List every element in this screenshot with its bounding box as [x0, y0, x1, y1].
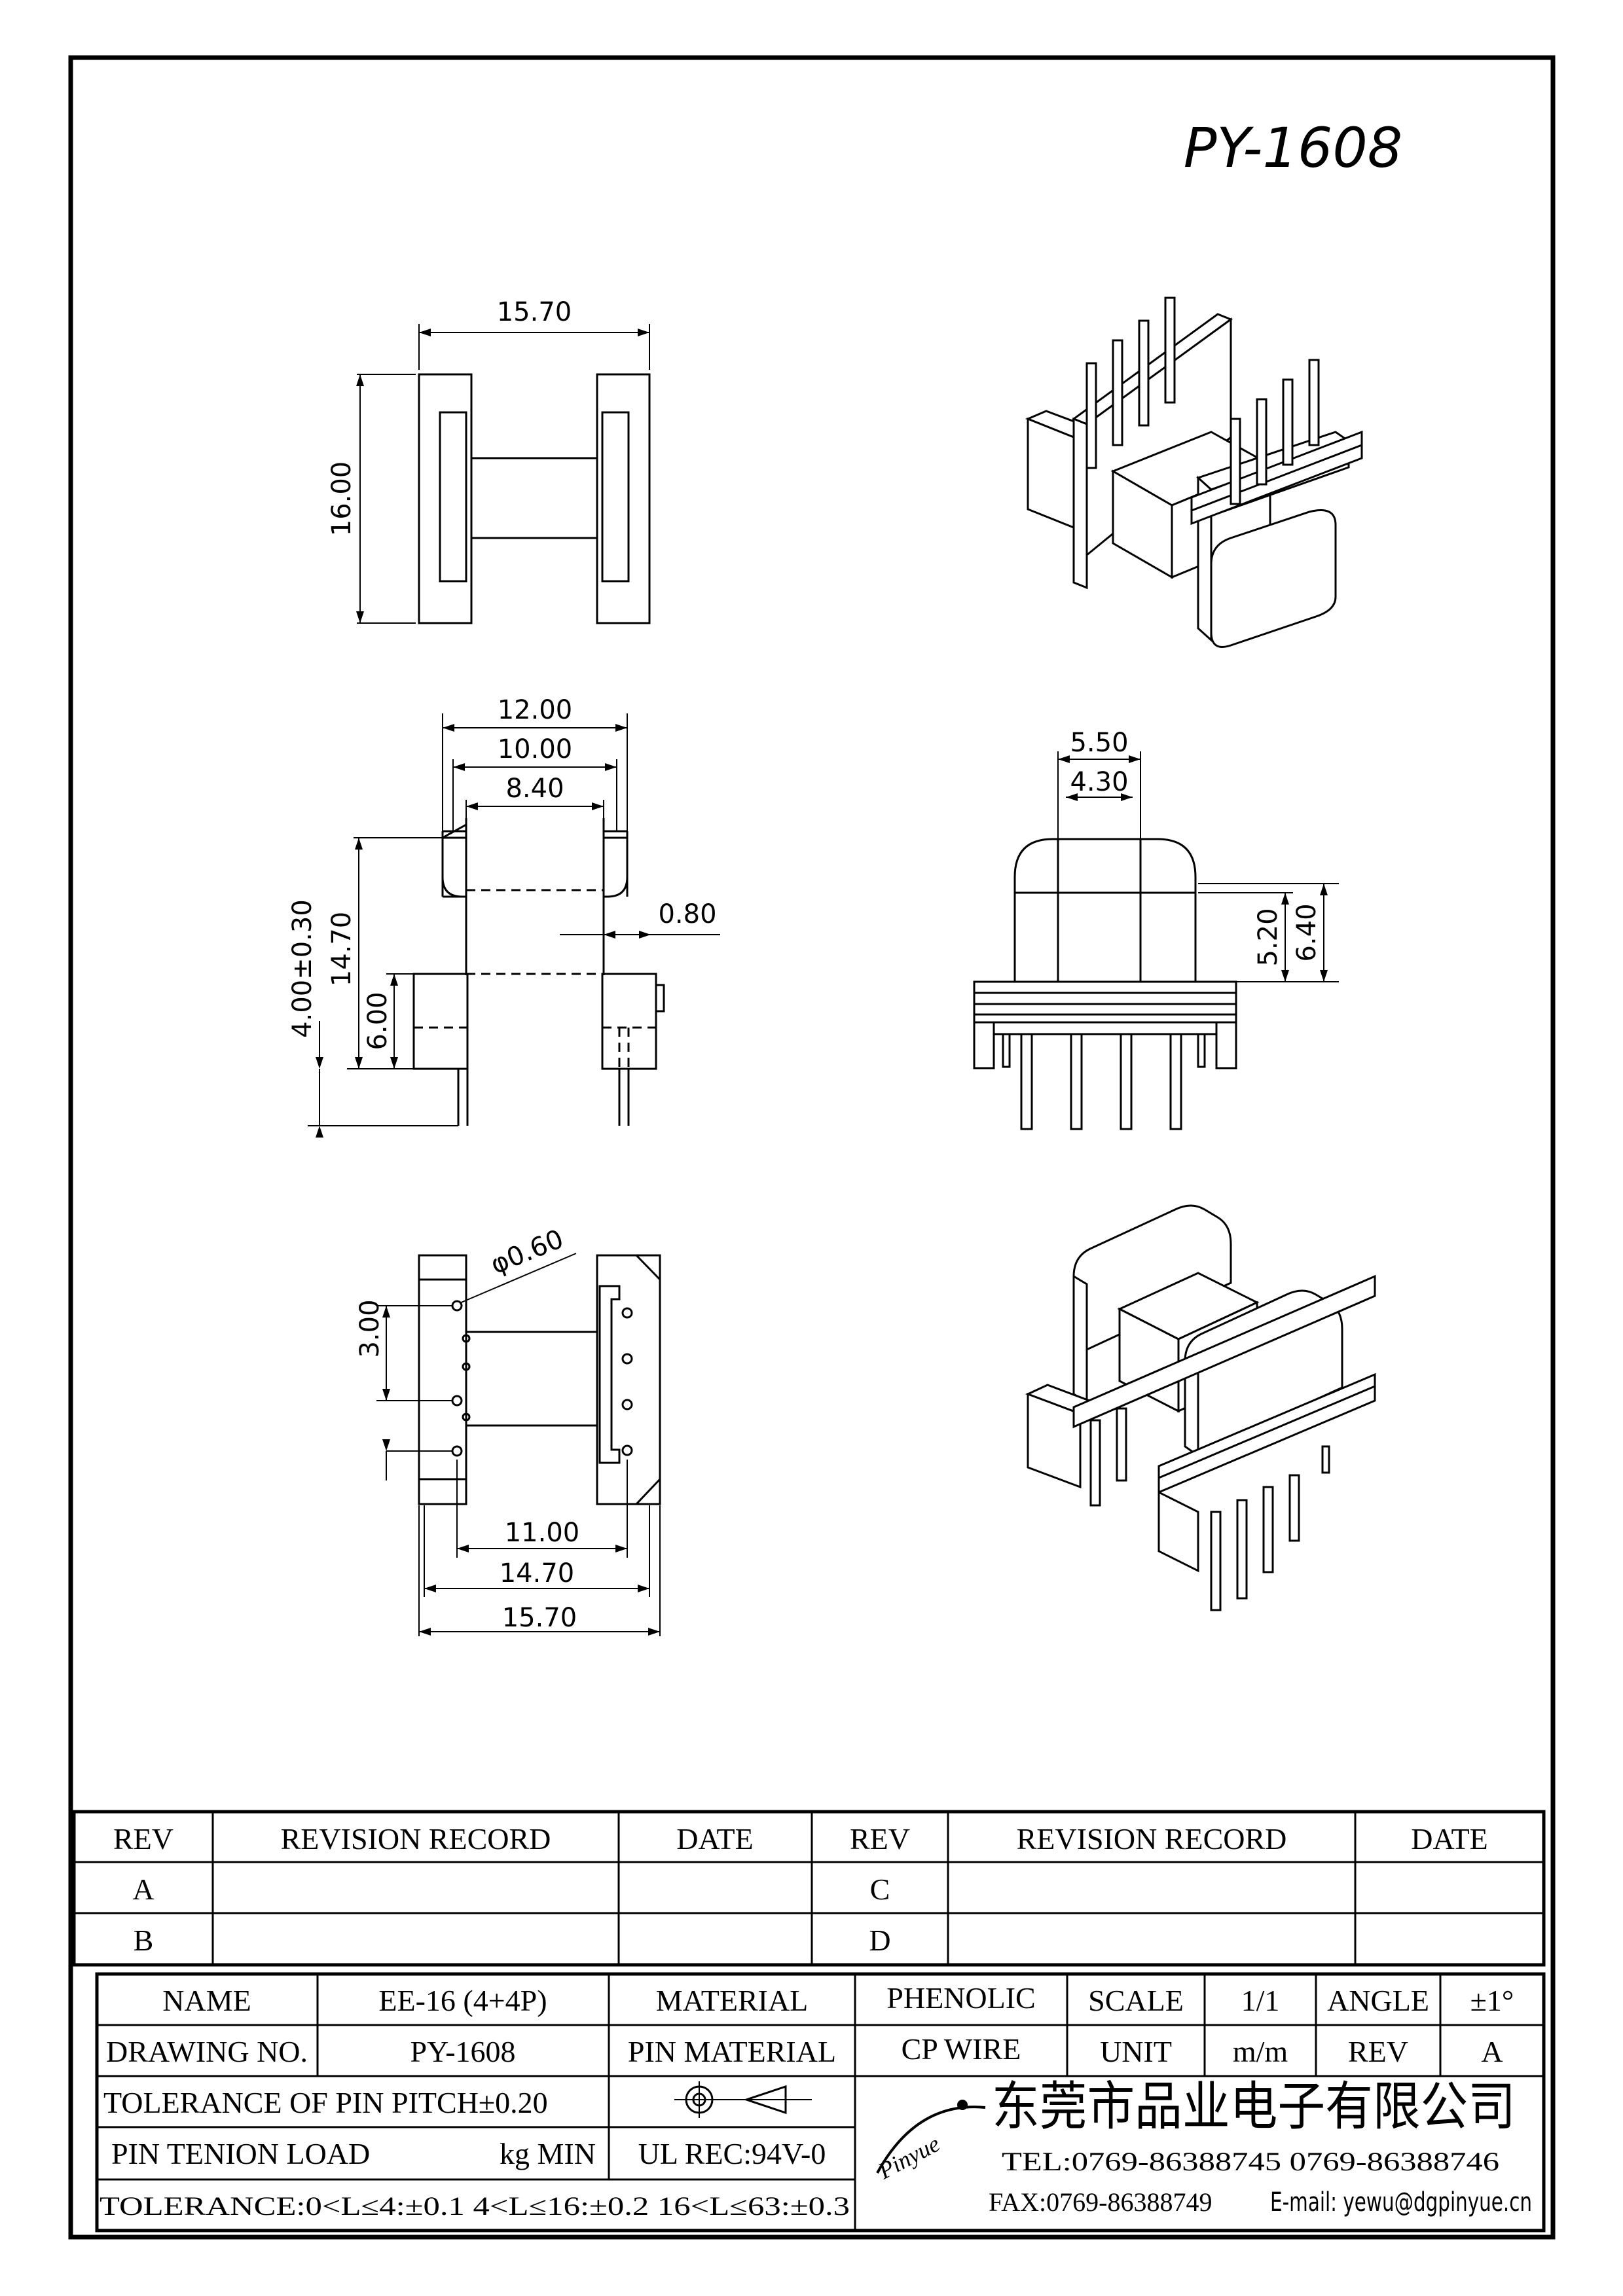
projection-symbol-icon: [674, 2081, 812, 2118]
unit-label: UNIT: [1100, 2035, 1172, 2068]
material-value: PHENOLIC: [886, 1981, 1035, 2015]
dim-front-10: 10.00: [498, 734, 573, 764]
dim-bottom-1470: 14.70: [500, 1558, 575, 1588]
dim-bottom-1570: 15.70: [502, 1603, 577, 1633]
sheet-border: [68, 55, 1556, 2240]
tolerance-pin-pitch: TOLERANCE OF PIN PITCH±0.20: [103, 2086, 548, 2119]
iso-bottom-pins: [1089, 1407, 1330, 1611]
dim-side-640: 6.40: [1292, 903, 1322, 961]
title-block: NAME EE-16 (4+4P) MATERIAL PHENOLIC SCAL…: [95, 1972, 1546, 2233]
iso-view-top: [1025, 296, 1363, 648]
iso-top-pins: [1085, 296, 1320, 505]
ul-rec: UL REC:94V-0: [638, 2137, 826, 2170]
name-label: NAME: [162, 1984, 251, 2017]
company-tel: TEL:0769-86388745 0769-86388746: [1002, 2147, 1499, 2176]
date-col-header-right: DATE: [1411, 1822, 1488, 1856]
dim-top-height: 16.00: [327, 461, 357, 537]
pin-material-value: CP WIRE: [902, 2032, 1021, 2066]
record-col-header-left: REVISION RECORD: [281, 1822, 551, 1856]
pin-load-unit: kg MIN: [500, 2137, 596, 2170]
top-view: 15.70 16.00: [327, 297, 651, 624]
dim-side-520: 5.20: [1253, 908, 1283, 966]
bottom-pin-holes: [451, 1300, 633, 1457]
dim-bottom-1100: 11.00: [505, 1518, 580, 1548]
scale-value: 1/1: [1241, 1984, 1280, 2017]
dim-pin-pitch: 3.00: [355, 1299, 385, 1357]
revision-table: REV REVISION RECORD DATE REV REVISION RE…: [72, 1810, 1546, 1967]
bottom-view: φ0.60 3.00 11.00 14.70 15.70: [355, 1224, 661, 1636]
drawing-no-value: PY-1608: [410, 2035, 515, 2068]
company-logo-text: Pinyue: [873, 2130, 944, 2185]
dim-top-width: 15.70: [497, 297, 572, 327]
record-col-header-right: REVISION RECORD: [1017, 1822, 1287, 1856]
dim-front-12: 12.00: [498, 695, 573, 725]
iso-view-bottom: [1025, 1204, 1376, 1611]
company-logo: Pinyue: [873, 2100, 986, 2185]
rev-row-b: B: [134, 1924, 154, 1957]
rev-row-d: D: [869, 1924, 890, 1957]
side-pins: [1002, 1033, 1206, 1130]
date-col-header-left: DATE: [676, 1822, 754, 1856]
angle-label: ANGLE: [1327, 1984, 1429, 2017]
front-view: 12.00 10.00 8.40 0.80 4.00±0.30 14.70 6.…: [287, 695, 720, 1138]
rev-col-header-right: REV: [850, 1822, 910, 1856]
dim-front-1470: 14.70: [327, 912, 357, 987]
company-email: E-mail: yewu@dgpinyue.cn: [1270, 2187, 1532, 2217]
company-name: 东莞市品业电子有限公司: [992, 2076, 1516, 2137]
dim-side-430: 4.30: [1070, 767, 1128, 797]
scale-label: SCALE: [1088, 1984, 1184, 2017]
pin-load-label: PIN TENION LOAD: [111, 2137, 370, 2170]
unit-value: m/m: [1233, 2035, 1288, 2068]
rev-label: REV: [1348, 2035, 1408, 2068]
dim-front-840: 8.40: [505, 774, 564, 804]
dim-front-600: 6.00: [363, 992, 393, 1050]
rev-row-c: C: [870, 1873, 890, 1906]
rev-row-a: A: [132, 1873, 154, 1906]
company-fax: FAX:0769-86388749: [989, 2187, 1212, 2217]
angle-value: ±1°: [1470, 1984, 1514, 2017]
drawing-no-label: DRAWING NO.: [106, 2035, 308, 2068]
material-label: MATERIAL: [656, 1984, 809, 2017]
dim-pin-diameter: φ0.60: [486, 1224, 568, 1280]
rev-value: A: [1481, 2035, 1503, 2068]
drawing-title: PY-1608: [1184, 116, 1402, 180]
pin-material-label: PIN MATERIAL: [628, 2035, 836, 2068]
dim-side-550: 5.50: [1070, 728, 1128, 758]
name-value: EE-16 (4+4P): [378, 1984, 547, 2017]
rev-col-header-left: REV: [113, 1822, 173, 1856]
dim-front-total: 4.00±0.30: [287, 899, 318, 1038]
tolerance-general: TOLERANCE:0<L≤4:±0.1 4<L≤16:±0.2 16<L≤63…: [100, 2191, 850, 2221]
dim-front-wall: 0.80: [658, 899, 716, 929]
side-view: 5.50 4.30 5.20 6.40: [973, 728, 1339, 1130]
